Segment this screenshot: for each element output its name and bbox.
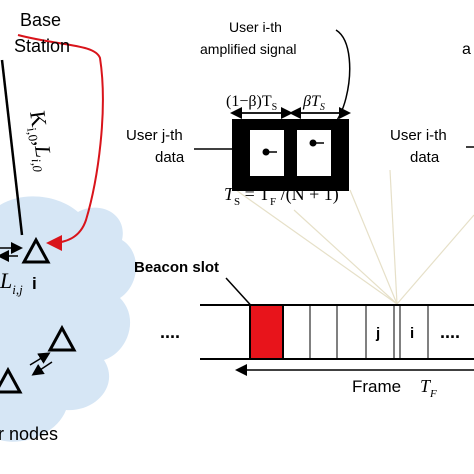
slot-relay-dot (309, 139, 317, 147)
formula-ts: T (224, 184, 236, 204)
link-l-label: Li,j (0, 268, 23, 297)
link-l: L (0, 268, 12, 293)
bs-channel-line (0, 59, 24, 236)
frame-slot-beacon (249, 304, 284, 360)
frame-t-sub: F (429, 388, 437, 400)
base-station-label-line2: Station (14, 36, 70, 56)
slot2-duration: βTS (302, 93, 325, 113)
slot-block (232, 119, 349, 191)
slot1-duration-main: (1−β)T (226, 93, 272, 110)
channel-label: Ki,0,Li,0 (22, 109, 58, 173)
frame-left-dots: .... (160, 322, 180, 342)
channel-k: K (25, 109, 52, 128)
node-triangle-a (47, 324, 77, 352)
frame-t: T (420, 376, 432, 396)
link-l-sub: i,j (12, 282, 23, 297)
formula-rest: /(N + 1) (276, 184, 339, 205)
slot-relay-box (297, 130, 331, 176)
beacon-slot-label: Beacon slot (134, 259, 219, 276)
frame-slot-j: j (375, 325, 380, 342)
other-nodes-label: r nodes (0, 424, 58, 444)
formula-eq: = T (240, 184, 270, 204)
frame-duration: TF (420, 376, 437, 400)
channel-l-sub: i,0 (29, 158, 46, 174)
svg-text:Ki,0,Li,0: Ki,0,Li,0 (22, 109, 58, 173)
node-i-triangle (21, 236, 51, 264)
network-cloud (0, 196, 137, 442)
data-j-line2: data (155, 149, 185, 166)
amplified-label-line1: User i-th (229, 19, 282, 35)
data-i-line2: data (410, 149, 440, 166)
base-station-label-line1: Base (20, 10, 61, 30)
channel-comma: , (29, 138, 55, 147)
peer-arrow-2 (31, 361, 53, 376)
slot2-duration-sub: S (320, 102, 325, 113)
frame-slot-i: i (410, 325, 414, 342)
slot-data-dot (262, 148, 270, 156)
formula-ts-sub: S (234, 196, 240, 208)
data-i-line1: User i-th (390, 127, 447, 144)
formula-tf-sub: F (270, 196, 276, 208)
partial-right-text: a (462, 41, 471, 58)
beacon-red-arrow (17, 34, 104, 251)
frame-right-dots: .... (440, 322, 460, 342)
projection-lines (235, 169, 474, 305)
amplified-label-line2: amplified signal (200, 41, 297, 57)
node-i-label: i (32, 274, 37, 293)
peer-arrow-1 (29, 352, 51, 366)
slot-formula: TS = TF /(N + 1) (224, 184, 339, 208)
slot1-duration-sub: S (272, 102, 278, 113)
channel-k-sub: i,0 (24, 127, 41, 142)
slot2-duration-main: βT (302, 93, 321, 110)
frame-label: Frame (352, 377, 401, 396)
data-j-line1: User j-th (126, 127, 183, 144)
channel-l: L (30, 143, 57, 160)
node-triangle-b (0, 366, 23, 394)
slot1-duration: (1−β)TS (226, 93, 277, 113)
